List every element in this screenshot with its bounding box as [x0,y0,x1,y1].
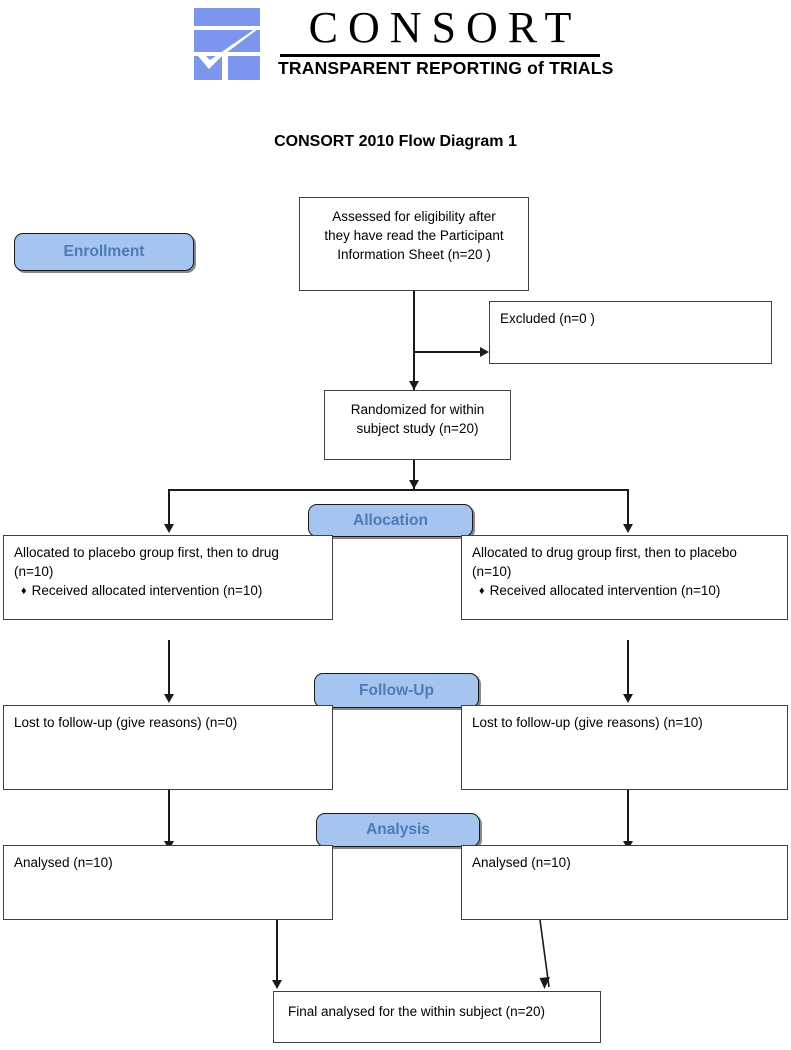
final-line-1: Final analysed for the within subject (n… [288,1004,546,1019]
connector-randomized-down [413,460,415,489]
connector-bus-right-drop [627,489,629,527]
arrow-to-excluded [480,347,489,357]
connector-analysis-right-to-final [539,919,550,989]
arrow-analysis-left-to-final [272,980,282,989]
alloc-left-line-2: (n=10) [14,564,54,579]
box-allocation-left: Allocated to placebo group first, then t… [3,535,333,620]
box-followup-left: Lost to follow-up (give reasons) (n=0) [3,705,333,790]
stage-badge-analysis-label: Analysis [366,821,430,838]
alloc-right-line-2: (n=10) [472,564,512,579]
stage-badge-followup-label: Follow-Up [359,681,434,699]
consort-wordmark: CONSORT [308,3,582,52]
consort-tagline: TRANSPARENT REPORTING of TRIALS [278,58,614,78]
analysis-left-line-1: Analysed (n=10) [14,855,113,870]
randomized-line-2: subject study (n=20) [356,421,479,436]
box-final-analysed: Final analysed for the within subject (n… [273,991,601,1043]
arrow-alloc-left-to-followup [164,694,174,703]
alloc-left-bullet-1: ♦ Received allocated intervention (n=10) [14,581,322,601]
followup-left-line-1: Lost to follow-up (give reasons) (n=0) [14,715,238,730]
arrow-bus-right-drop [623,524,633,533]
box-analysis-left: Analysed (n=10) [3,845,333,920]
connector-assessed-to-randomized [413,291,415,390]
box-allocation-right: Allocated to drug group first, then to p… [461,535,788,620]
arrow-assessed-to-randomized [409,381,419,390]
assessed-line-2: they have read the Participant [324,228,504,243]
consort-checkmark-mark-icon [194,8,260,80]
arrow-alloc-right-to-followup [623,694,633,703]
stage-badge-enrollment: Enrollment [14,233,194,271]
alloc-left-bullet-1-text: Received allocated intervention (n=10) [31,583,263,598]
consort-logo: CONSORT TRANSPARENT REPORTING of TRIALS [192,3,614,86]
assessed-line-3: Information Sheet (n=20 ) [337,247,491,262]
analysis-right-line-1: Analysed (n=10) [472,855,571,870]
stage-badge-allocation: Allocation [308,504,473,537]
stage-badge-followup: Follow-Up [314,673,479,708]
arrow-bus-left-drop [164,524,174,533]
box-randomized: Randomized for within subject study (n=2… [324,390,511,460]
stage-badge-analysis: Analysis [316,813,480,847]
connector-followup-left-to-analysis [168,790,170,845]
arrow-randomized-down [409,480,419,489]
assessed-line-1: Assessed for eligibility after [332,209,496,224]
box-assessed-for-eligibility: Assessed for eligibility after they have… [299,197,529,291]
logo-divider [280,54,600,57]
alloc-left-line-1: Allocated to placebo group first, then t… [14,545,279,560]
box-excluded: Excluded (n=0 ) [489,301,772,364]
connector-analysis-left-to-final [276,920,278,983]
alloc-right-bullet-1-text: Received allocated intervention (n=10) [489,583,721,598]
connector-followup-right-to-analysis [627,790,629,845]
box-followup-right: Lost to follow-up (give reasons) (n=10) [461,705,788,790]
alloc-right-line-1: Allocated to drug group first, then to p… [472,545,737,560]
followup-right-line-1: Lost to follow-up (give reasons) (n=10) [472,715,703,730]
bullet-diamond-icon: ♦ [479,585,485,597]
alloc-right-bullet-1: ♦ Received allocated intervention (n=10) [472,581,777,601]
connector-bus-left-drop [168,489,170,527]
stage-badge-enrollment-label: Enrollment [63,243,145,260]
connector-alloc-left-to-followup [168,640,170,698]
connector-allocation-bus [168,489,628,491]
box-analysis-right: Analysed (n=10) [461,845,788,920]
page-title: CONSORT 2010 Flow Diagram 1 [274,133,517,150]
connector-alloc-right-to-followup [627,640,629,698]
consort-logo-text: CONSORT TRANSPARENT REPORTING of TRIALS [278,3,614,84]
randomized-line-1: Randomized for within [350,402,485,417]
connector-to-excluded [413,351,481,353]
bullet-diamond-icon: ♦ [21,585,27,597]
stage-badge-allocation-label: Allocation [353,511,428,529]
excluded-line-1: Excluded (n=0 ) [500,311,595,326]
